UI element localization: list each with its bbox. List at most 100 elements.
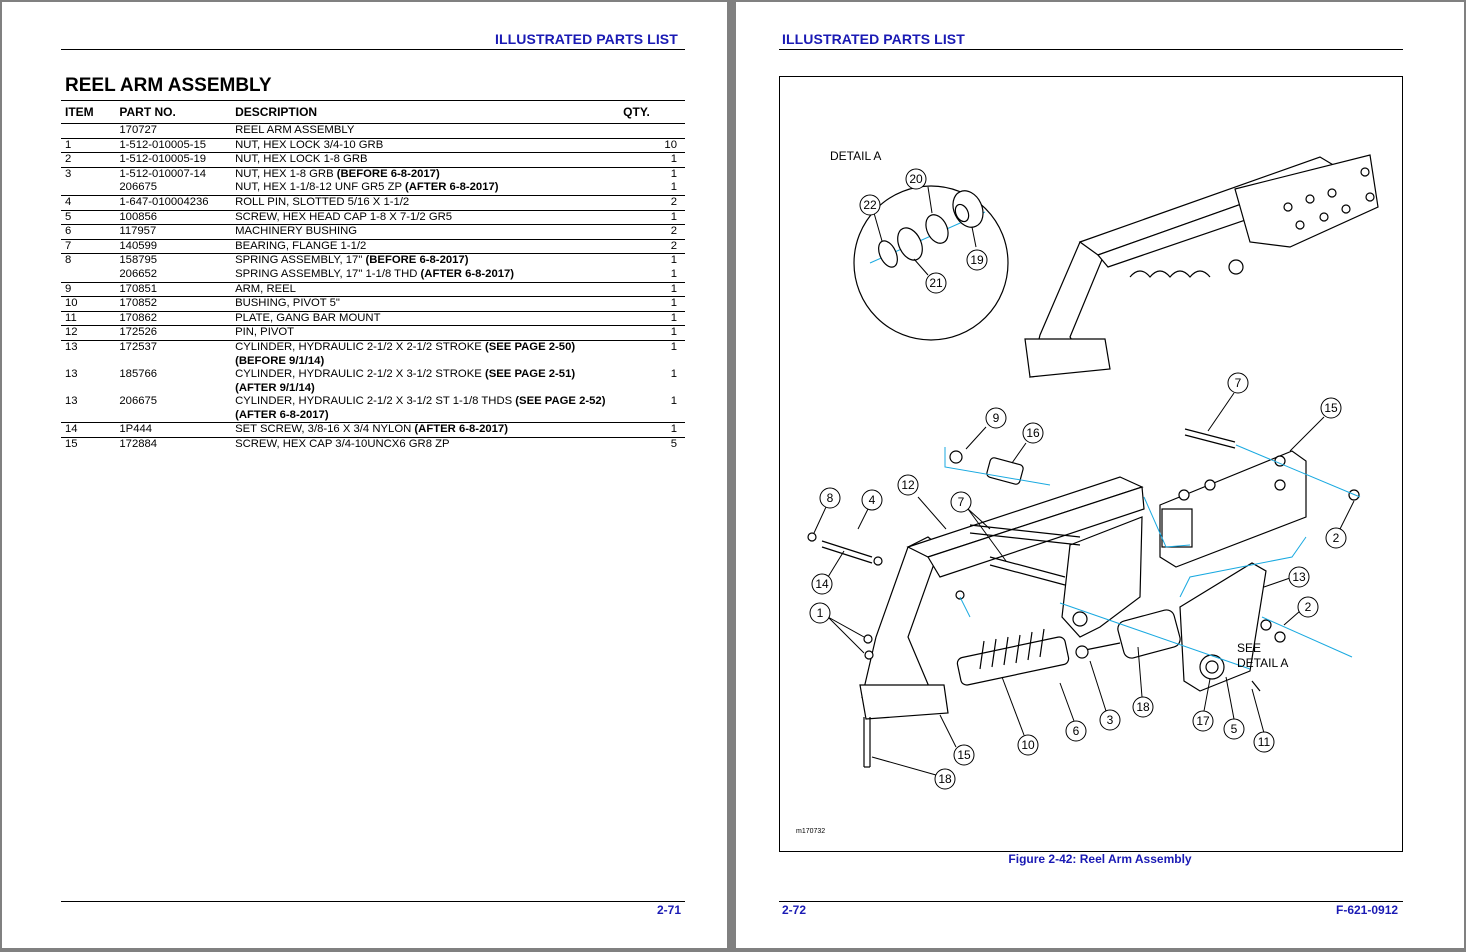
svg-text:18: 18: [1136, 700, 1150, 714]
item-cell: 10: [61, 296, 116, 312]
quantity-cell: 10: [613, 137, 685, 153]
quantity-cell: 1: [613, 422, 685, 438]
page-number: 2-71: [657, 903, 682, 917]
description-cell: CYLINDER, HYDRAULIC 2-1/2 X 2-1/2 STROKE…: [231, 339, 614, 369]
description-text: SPRING ASSEMBLY, 17" 1-1/8 THD: [235, 267, 421, 280]
quantity-cell: 1: [670, 181, 677, 194]
part-number-cell: 1-512-010005-19: [115, 152, 232, 168]
svg-text:2: 2: [1333, 531, 1340, 545]
quantity-cell: 2: [613, 238, 685, 254]
part-number-cell: 170852: [115, 296, 232, 312]
item-cell: 15: [61, 437, 116, 452]
description-cell: PIN, PIVOT: [231, 325, 614, 341]
pivot-plate: [1061, 516, 1143, 638]
see-detail-label-2: DETAIL A: [1237, 656, 1288, 670]
svg-text:21: 21: [929, 276, 943, 290]
description-cell: SPRING ASSEMBLY, 17" (BEFORE 6-8-2017): [231, 253, 614, 268]
item-cell: 9: [61, 281, 116, 297]
part-number-cell: 117957: [115, 224, 232, 240]
callout-1: 1: [809, 602, 865, 654]
callout-18: 17: [1192, 678, 1214, 732]
detail-bushing-22: [925, 214, 949, 244]
bolt-7: [1184, 428, 1236, 443]
quantity-cell: 1: [613, 209, 685, 225]
detail-a-label: DETAIL A: [830, 149, 881, 163]
description-text: ARM, REEL: [235, 282, 296, 295]
pin-17: [821, 540, 873, 558]
assembled-reel-arm: [1024, 154, 1379, 378]
description-note: (SEE PAGE 2-51) (AFTER 9/1/14): [235, 368, 576, 394]
svg-text:16: 16: [1026, 426, 1040, 440]
part-number-cell: 1-647-010004236: [115, 194, 232, 211]
description-text: CYLINDER, HYDRAULIC 2-1/2 X 2-1/2 STROKE: [235, 340, 485, 353]
page-header: ILLUSTRATED PARTS LIST: [782, 31, 965, 47]
quantity-cell: 1: [613, 339, 685, 369]
callout-6: 6: [1059, 682, 1087, 742]
description-cell: PLATE, GANG BAR MOUNT: [231, 310, 614, 326]
callout-23: 21: [913, 258, 947, 294]
svg-text:5: 5: [1231, 722, 1238, 736]
svg-text:15: 15: [957, 748, 971, 762]
item-cell: 13: [65, 395, 78, 408]
callout-19: 18: [871, 756, 956, 790]
description-cell: CYLINDER, HYDRAULIC 2-1/2 X 3-1/2 STROKE…: [231, 368, 613, 395]
quantity-cell: [613, 123, 685, 139]
detail-a-view: DETAIL A: [830, 149, 1009, 341]
callout-24: 22: [859, 194, 883, 242]
exploded-view-drawing: .ln{fill:#fff;stroke:#000;stroke-width:1…: [796, 149, 1379, 835]
page-header: ILLUSTRATED PARTS LIST: [495, 31, 678, 47]
description-cell: MACHINERY BUSHING: [231, 224, 614, 240]
drawing-id: m170732: [796, 828, 825, 835]
description-text: NUT, HEX 1-8 GRB: [235, 167, 337, 180]
description-text: SCREW, HEX HEAD CAP 1-8 X 7-1/2 GR5: [235, 210, 453, 223]
see-detail-label-1: SEE: [1237, 641, 1261, 655]
callout-9: 9: [965, 407, 1007, 450]
item-cell: [61, 181, 115, 195]
callout-7-lower: 7: [950, 491, 1007, 562]
detail-a-circle: [853, 185, 1009, 341]
part-number-cell: 172884: [115, 437, 232, 452]
quantity-cell: 1: [613, 281, 685, 297]
item-cell: 2: [61, 152, 116, 168]
quantity-cell: 1: [613, 310, 685, 326]
table-row: 13 206675 CYLINDER, HYDRAULIC 2-1/2 X 3-1/…: [61, 395, 685, 423]
svg-text:12: 12: [901, 478, 915, 492]
table-header-row: ITEM PART NO. DESCRIPTION QTY.: [61, 100, 685, 124]
item-cell: 3: [61, 166, 116, 182]
description-cell: BUSHING, PIVOT 5": [231, 296, 614, 312]
description-cell: SCREW, HEX CAP 3/4-10UNCX6 GR8 ZP: [231, 437, 614, 452]
description-cell: ROLL PIN, SLOTTED 5/16 X 1-1/2: [231, 194, 614, 211]
description-text: PLATE, GANG BAR MOUNT: [235, 311, 381, 324]
description-note: (SEE PAGE 2-52) (AFTER 6-8-2017): [235, 395, 606, 421]
description-text: CYLINDER, HYDRAULIC 2-1/2 X 3-1/2 ST 1-1…: [235, 395, 516, 408]
description-cell: CYLINDER, HYDRAULIC 2-1/2 X 3-1/2 ST 1-1…: [231, 395, 613, 423]
description-text: MACHINERY BUSHING: [235, 225, 358, 238]
callout-group: 20 22 21 19 7 15 9 16 12 8 4 7 2 14 13 2…: [809, 168, 1355, 790]
description-text: REEL ARM ASSEMBLY: [235, 124, 355, 136]
description-cell: SCREW, HEX HEAD CAP 1-8 X 7-1/2 GR5: [231, 209, 614, 225]
document-number: F-621-0912: [1336, 903, 1399, 917]
header-rule: [779, 49, 1403, 50]
part-number-cell: 100856: [115, 209, 232, 225]
quantity-cell: 2: [613, 224, 685, 240]
description-text: ROLL PIN, SLOTTED 5/16 X 1-1/2: [235, 195, 410, 208]
pivot-bushing-15: [986, 457, 1024, 485]
description-text: NUT, HEX 1-1/8-12 UNF GR5 ZP: [235, 181, 405, 194]
quantity-cell: 1: [613, 166, 685, 182]
col-part: PART NO.: [115, 100, 232, 124]
part-number-cell: 206675: [119, 395, 158, 408]
description-cell: NUT, HEX 1-1/8-12 UNF GR5 ZP (AFTER 6-8-…: [231, 181, 613, 195]
callout-12: 15: [1289, 397, 1342, 452]
svg-text:1: 1: [817, 606, 824, 620]
footer-rule: [779, 901, 1403, 902]
svg-text:6: 6: [1073, 724, 1080, 738]
svg-text:15: 15: [1324, 401, 1338, 415]
callout-16: 15: [939, 714, 975, 766]
